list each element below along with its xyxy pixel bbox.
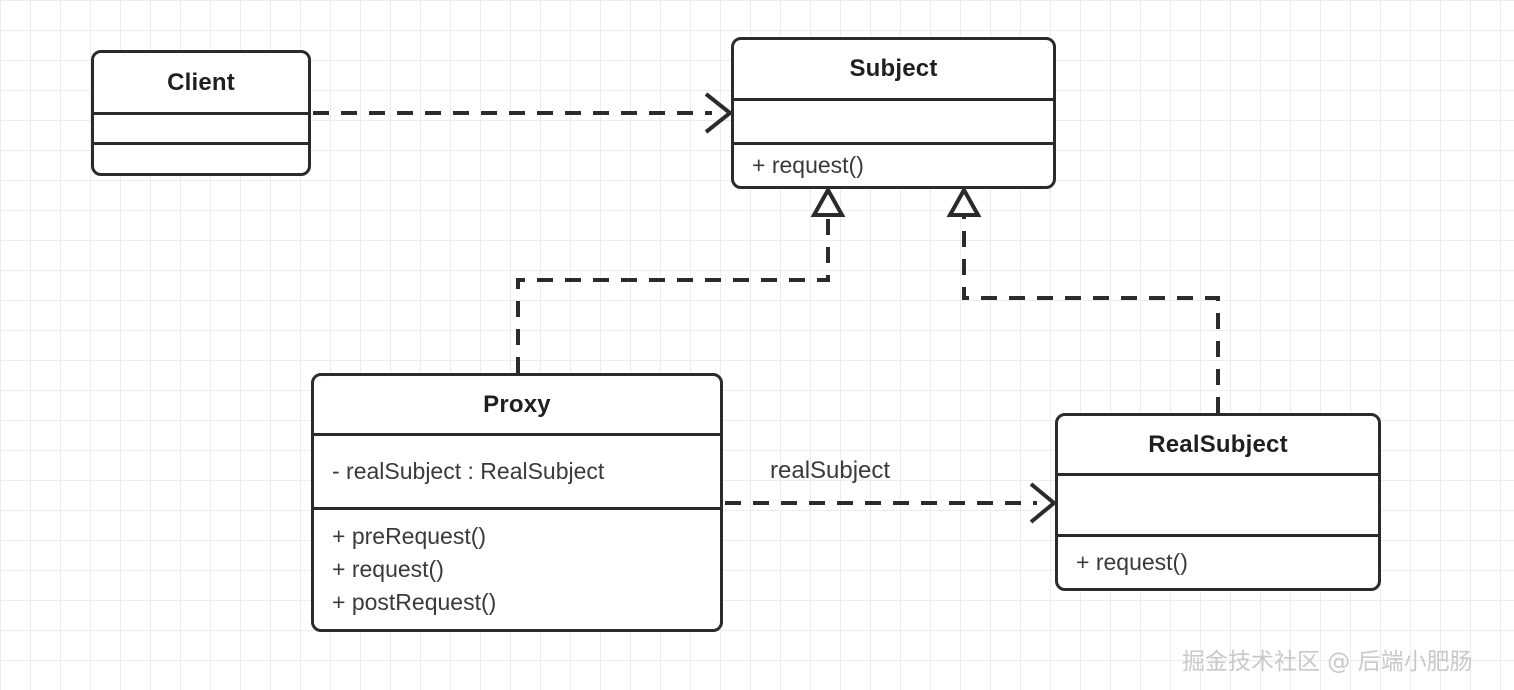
attribute-item: - realSubject : RealSubject — [332, 458, 605, 484]
edge-proxy-to-subject — [516, 185, 846, 373]
class-name-subject: Subject — [849, 55, 938, 82]
attributes-compartment-realsubject — [1058, 473, 1378, 534]
attributes-compartment-subject — [734, 98, 1053, 142]
class-name-compartment-proxy: Proxy — [314, 376, 720, 433]
edge-proxy-to-realsubject — [725, 482, 1058, 524]
hollow-triangle-arrowhead-icon — [946, 185, 982, 217]
class-name-proxy: Proxy — [483, 390, 551, 418]
class-name-realsubject: RealSubject — [1148, 430, 1288, 458]
class-name-compartment-client: Client — [94, 53, 308, 112]
operation-item: + postRequest() — [332, 589, 497, 615]
edge-label-realsubject: realSubject — [770, 457, 891, 484]
watermark-text: 掘金技术社区 @ 后端小肥肠 — [1182, 649, 1473, 675]
hollow-triangle-arrowhead-icon — [810, 185, 846, 217]
class-box-realsubject[interactable]: RealSubject + request() — [1055, 413, 1381, 591]
class-box-proxy[interactable]: Proxy - realSubject : RealSubject + preR… — [311, 373, 723, 632]
edge-proxy-to-subject-line — [516, 212, 830, 373]
class-name-compartment-subject: Subject — [734, 40, 1053, 98]
operation-item: + request() — [1076, 549, 1188, 575]
open-arrowhead-icon — [1029, 482, 1058, 524]
operations-compartment-subject: + request() — [734, 142, 1053, 186]
edge-realsubject-to-subject-line — [962, 212, 1220, 413]
edge-realsubject-to-subject — [946, 185, 1220, 413]
class-name-client: Client — [167, 68, 235, 96]
operations-compartment-proxy: + preRequest() + request() + postRequest… — [314, 507, 720, 629]
operation-item: + request() — [752, 152, 864, 178]
operation-item: + preRequest() — [332, 523, 487, 549]
class-box-client[interactable]: Client — [91, 50, 311, 176]
operations-compartment-realsubject: + request() — [1058, 534, 1378, 588]
attributes-compartment-proxy: - realSubject : RealSubject — [314, 433, 720, 507]
operation-item: + request() — [332, 556, 444, 582]
edge-client-to-subject — [313, 92, 734, 134]
class-box-subject[interactable]: Subject + request() — [731, 37, 1056, 189]
attributes-compartment-client — [94, 112, 308, 142]
class-name-compartment-realsubject: RealSubject — [1058, 416, 1378, 473]
open-arrowhead-icon — [704, 92, 734, 134]
operations-compartment-client — [94, 142, 308, 173]
